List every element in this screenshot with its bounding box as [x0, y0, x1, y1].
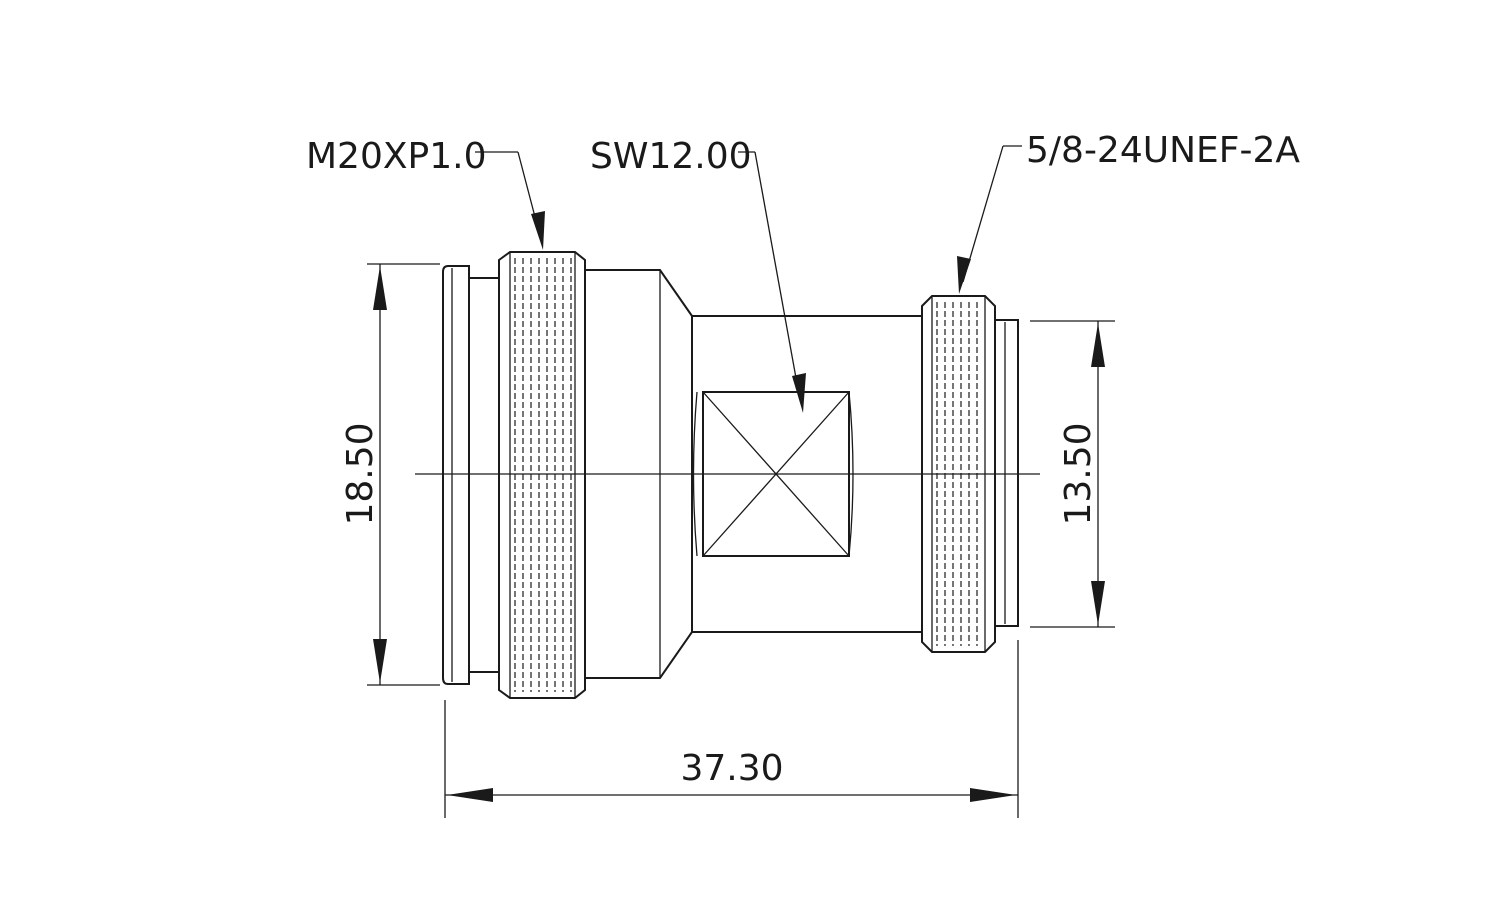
dimension-label-right-diameter: 13.50: [1058, 422, 1099, 525]
arrow-head: [1091, 581, 1105, 625]
callout-wrench-size: SW12.00: [590, 136, 752, 177]
arrow-head: [970, 788, 1016, 802]
right-tip: [994, 319, 1019, 627]
dimension-label-overall-length: 37.30: [680, 748, 783, 789]
callout-thread-right-leader: [957, 145, 1022, 294]
arrow-head: [957, 256, 971, 294]
wrench-flat-diagonal: [702, 391, 850, 557]
dimension-label-left-diameter: 18.50: [340, 422, 381, 525]
wrench-flat: [702, 391, 850, 557]
right-thread: [921, 295, 996, 653]
dimension-overall-length: [444, 640, 1019, 818]
arrow-head: [447, 788, 493, 802]
left-flange: [442, 265, 500, 685]
dimension-left-diameter: [367, 263, 440, 686]
arrow-head: [792, 373, 806, 413]
callout-thread-right: 5/8-24UNEF-2A: [1026, 130, 1300, 171]
dimension-right-diameter: [1030, 320, 1115, 628]
callout-wrench-leader: [738, 151, 806, 413]
callout-thread-left-leader: [475, 151, 545, 250]
left-thread: [498, 251, 586, 699]
arrow-head: [373, 639, 387, 683]
arrow-head: [531, 211, 545, 250]
arrow-head: [1091, 323, 1105, 367]
arrow-head: [373, 266, 387, 310]
callout-thread-left: M20XP1.0: [306, 136, 487, 177]
